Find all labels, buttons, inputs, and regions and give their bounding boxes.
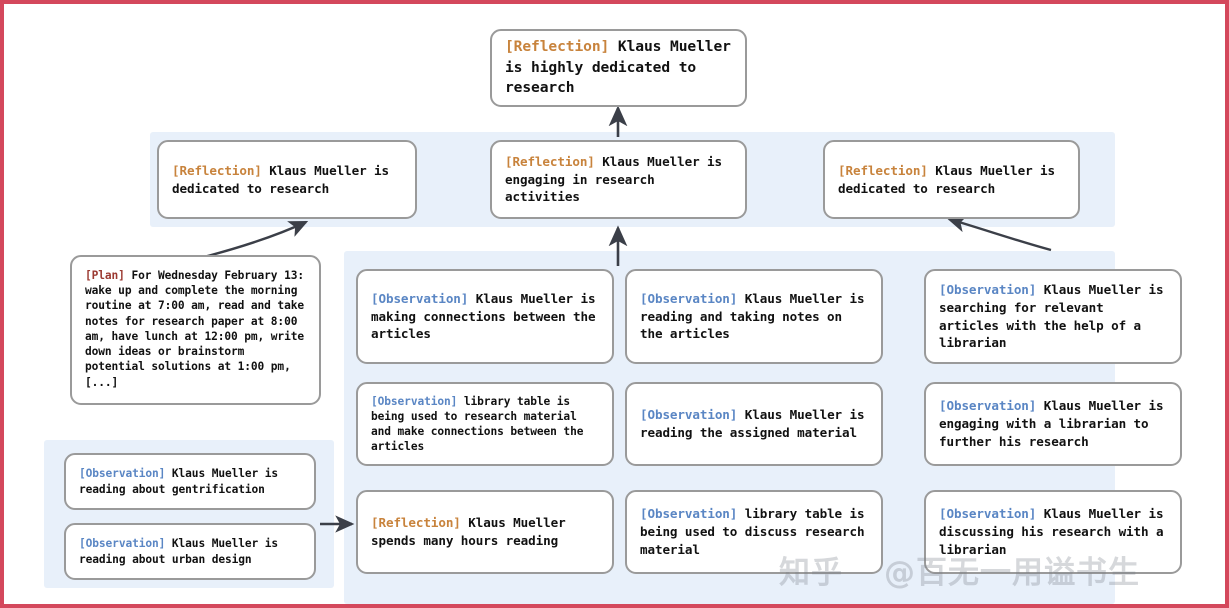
- tag-observation: [Observation]: [640, 290, 738, 306]
- node-text: Klaus Mueller is reading about gentrific…: [79, 467, 279, 496]
- tag-observation: [Observation]: [371, 290, 469, 306]
- tag-observation: [Observation]: [79, 537, 166, 551]
- node-top-reflection[interactable]: [Reflection] Klaus Mueller is highly ded…: [490, 29, 747, 107]
- node-bottom-left-obs-1[interactable]: [Observation] Klaus Mueller is reading a…: [64, 453, 316, 510]
- node-mid-reflection-left[interactable]: [Reflection] Klaus Mueller is dedicated …: [157, 140, 417, 219]
- tag-observation: [Observation]: [640, 407, 738, 423]
- tag-reflection: [Reflection]: [838, 162, 928, 178]
- node-bottom-left-obs-2[interactable]: [Observation] Klaus Mueller is reading a…: [64, 523, 316, 580]
- node-text: Klaus Mueller is engaging in research ac…: [505, 153, 722, 205]
- tag-observation: [Observation]: [939, 281, 1037, 297]
- node-text: Klaus Mueller spends many hours reading: [371, 515, 566, 548]
- node-mid-reflection-right[interactable]: [Reflection] Klaus Mueller is dedicated …: [823, 140, 1080, 219]
- node-col2-obs-1[interactable]: [Observation] Klaus Mueller is reading a…: [625, 269, 883, 364]
- node-col2-obs-3[interactable]: [Observation] library table is being use…: [625, 490, 883, 574]
- tag-observation: [Observation]: [939, 398, 1037, 414]
- tag-observation: [Observation]: [371, 394, 458, 408]
- tag-observation: [Observation]: [640, 506, 738, 522]
- node-mid-reflection-center[interactable]: [Reflection] Klaus Mueller is engaging i…: [490, 140, 747, 219]
- node-text: Klaus Mueller is dedicated to research: [172, 162, 389, 196]
- node-text: For Wednesday February 13: wake up and c…: [85, 269, 304, 389]
- tag-reflection: [Reflection]: [505, 153, 595, 169]
- node-col3-obs-1[interactable]: [Observation] Klaus Mueller is searching…: [924, 269, 1182, 364]
- node-text: Klaus Mueller is reading the assigned ma…: [640, 407, 865, 440]
- node-text: Klaus Mueller is discussing his research…: [939, 506, 1164, 557]
- tag-reflection: [Reflection]: [371, 515, 461, 531]
- tag-reflection: [Reflection]: [505, 37, 610, 55]
- node-col1-obs-1[interactable]: [Observation] Klaus Mueller is making co…: [356, 269, 614, 364]
- tag-plan: [Plan]: [85, 269, 125, 282]
- node-col1-obs-2[interactable]: [Observation] library table is being use…: [356, 382, 614, 466]
- tag-observation: [Observation]: [939, 506, 1037, 522]
- node-text: Klaus Mueller is reading and taking note…: [640, 290, 865, 342]
- tag-reflection: [Reflection]: [172, 162, 262, 178]
- node-text: library table is being used to discuss r…: [640, 506, 865, 557]
- node-plan[interactable]: [Plan] For Wednesday February 13: wake u…: [70, 255, 321, 405]
- node-col3-obs-3[interactable]: [Observation] Klaus Mueller is discussin…: [924, 490, 1182, 574]
- tag-observation: [Observation]: [79, 467, 166, 481]
- node-text: Klaus Mueller is dedicated to research: [838, 162, 1055, 196]
- node-text: Klaus Mueller is engaging with a librari…: [939, 398, 1164, 449]
- node-text: Klaus Mueller is searching for relevant …: [939, 281, 1164, 351]
- node-text: Klaus Mueller is making connections betw…: [371, 290, 596, 342]
- node-col3-obs-2[interactable]: [Observation] Klaus Mueller is engaging …: [924, 382, 1182, 466]
- node-col1-reflection[interactable]: [Reflection] Klaus Mueller spends many h…: [356, 490, 614, 574]
- node-text: Klaus Mueller is highly dedicated to res…: [505, 37, 731, 97]
- node-text: library table is being used to research …: [371, 394, 584, 454]
- node-text: Klaus Mueller is reading about urban des…: [79, 537, 279, 566]
- node-col2-obs-2[interactable]: [Observation] Klaus Mueller is reading t…: [625, 382, 883, 466]
